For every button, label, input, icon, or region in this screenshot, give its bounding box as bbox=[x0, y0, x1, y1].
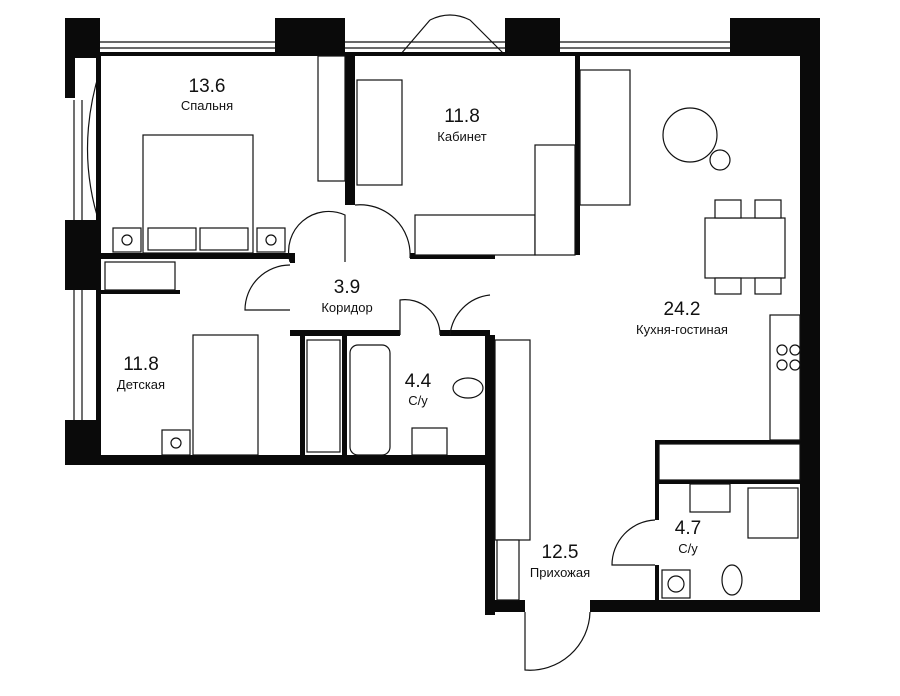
bathtub bbox=[349, 344, 391, 456]
coffee-table bbox=[662, 107, 718, 163]
doors bbox=[244, 204, 656, 671]
wardrobe bbox=[494, 339, 531, 541]
single-bed bbox=[192, 334, 259, 456]
svg-text:Кабинет: Кабинет bbox=[437, 129, 486, 144]
walls bbox=[65, 18, 820, 615]
kitchen-counter bbox=[769, 314, 801, 441]
room-label-bathroom-1: 4.4 С/у bbox=[405, 371, 432, 408]
dresser bbox=[104, 261, 176, 291]
room-label-kids-room: 11.8 Детская bbox=[117, 354, 165, 392]
toilet bbox=[721, 564, 743, 596]
svg-text:Кухня-гостиная: Кухня-гостиная bbox=[636, 322, 728, 337]
room-label-bathroom-2: 4.7 С/у bbox=[675, 518, 701, 556]
room-label-bedroom: 13.6 Спальня bbox=[181, 76, 233, 113]
toilet bbox=[452, 377, 484, 399]
svg-text:24.2: 24.2 bbox=[664, 299, 701, 320]
sink bbox=[689, 483, 731, 513]
sofa bbox=[579, 69, 631, 206]
svg-text:Детская: Детская bbox=[117, 377, 165, 392]
svg-text:11.8: 11.8 bbox=[444, 106, 480, 127]
svg-text:С/у: С/у bbox=[408, 393, 428, 408]
room-label-hallway: 12.5 Прихожая bbox=[530, 542, 590, 580]
svg-text:4.4: 4.4 bbox=[405, 371, 432, 392]
svg-text:4.7: 4.7 bbox=[675, 518, 701, 539]
sink bbox=[411, 427, 448, 456]
sofa bbox=[356, 79, 403, 186]
room-label-kitchen-living: 24.2 Кухня-гостиная bbox=[636, 299, 728, 337]
desk bbox=[414, 214, 536, 256]
wardrobe bbox=[306, 339, 341, 453]
svg-text:Прихожая: Прихожая bbox=[530, 565, 590, 580]
svg-text:Спальня: Спальня bbox=[181, 98, 233, 113]
furniture bbox=[104, 55, 801, 601]
wardrobe bbox=[317, 55, 346, 182]
svg-text:3.9: 3.9 bbox=[334, 277, 360, 298]
svg-text:12.5: 12.5 bbox=[542, 542, 579, 563]
room-label-study: 11.8 Кабинет bbox=[437, 106, 486, 144]
room-label-corridor: 3.9 Коридор bbox=[321, 277, 372, 315]
svg-text:11.8: 11.8 bbox=[123, 354, 159, 375]
svg-text:С/у: С/у bbox=[678, 541, 698, 556]
svg-text:13.6: 13.6 bbox=[189, 76, 226, 97]
windows bbox=[73, 14, 730, 420]
svg-text:Коридор: Коридор bbox=[321, 300, 372, 315]
dining-table bbox=[704, 217, 786, 279]
shower bbox=[747, 487, 799, 539]
